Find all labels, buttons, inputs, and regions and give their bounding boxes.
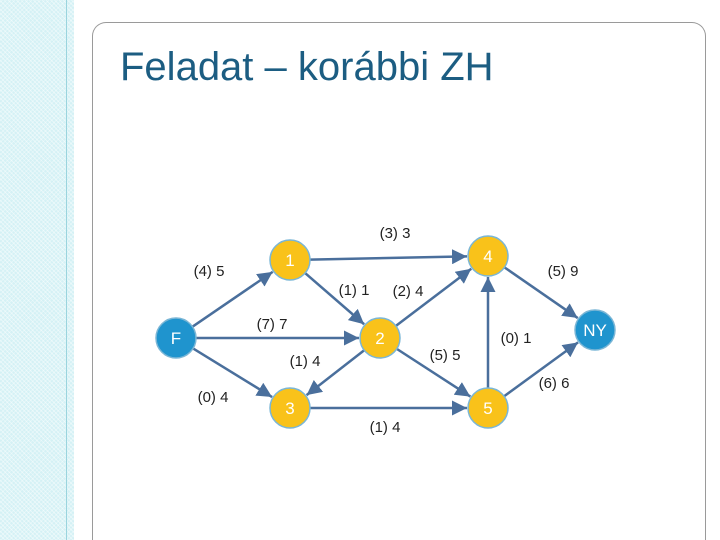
node-4: 4 <box>467 235 509 277</box>
edge-1-4 <box>309 249 468 265</box>
node-circle-2 <box>359 317 401 359</box>
edge-F-1 <box>191 270 274 328</box>
slide-title: Feladat – korábbi ZH <box>120 45 494 89</box>
edge-label-2-5: (5) 5 <box>430 347 461 364</box>
side-divider <box>66 0 67 540</box>
node-label-1: 1 <box>285 251 294 270</box>
node-label-5: 5 <box>483 399 492 418</box>
node-circle-3 <box>269 387 311 429</box>
edge-label-1-4: (3) 3 <box>380 225 411 242</box>
edge-2-5 <box>396 347 472 398</box>
edge-label-5-4: (0) 1 <box>501 330 532 347</box>
node-label-F: F <box>171 329 181 348</box>
node-3: 3 <box>269 387 311 429</box>
node-label-3: 3 <box>285 399 294 418</box>
node-label-4: 4 <box>483 247 492 266</box>
edge-2-3 <box>305 349 365 397</box>
edge-label-2-4: (2) 4 <box>393 283 424 300</box>
edge-2-4 <box>395 267 473 327</box>
node-F: F <box>155 317 197 359</box>
edge-5-NY <box>503 341 579 398</box>
node-2: 2 <box>359 317 401 359</box>
decorative-side-strip <box>0 0 74 540</box>
edge-label-3-5: (1) 4 <box>370 419 401 436</box>
node-label-2: 2 <box>375 329 384 348</box>
node-circle-F <box>155 317 197 359</box>
edge-label-1-2: (1) 1 <box>339 282 370 299</box>
edge-label-4-NY: (5) 9 <box>548 263 579 280</box>
slide-frame <box>92 22 706 540</box>
node-5: 5 <box>467 387 509 429</box>
edge-label-F-1: (4) 5 <box>194 263 225 280</box>
node-circle-4 <box>467 235 509 277</box>
edge-label-2-3: (1) 4 <box>290 353 321 370</box>
node-NY: NY <box>574 309 616 351</box>
node-circle-NY <box>574 309 616 351</box>
edge-label-5-NY: (6) 6 <box>539 375 570 392</box>
node-label-NY: NY <box>583 321 607 340</box>
edge-labels-layer: (4) 5 (3) 3 (1) 1 (2) 4 (7) 7 (5) 9 (1) 4 (0) 4… <box>194 225 579 436</box>
edges-layer <box>191 249 579 416</box>
edge-F-3 <box>192 347 273 399</box>
node-circle-1 <box>269 239 311 281</box>
edge-label-F-2: (7) 7 <box>257 316 288 333</box>
node-circle-5 <box>467 387 509 429</box>
node-1: 1 <box>269 239 311 281</box>
edge-label-F-3: (0) 4 <box>198 389 229 406</box>
nodes-layer: F 1 4 2 3 5 NY <box>155 235 616 429</box>
edge-4-NY <box>503 266 579 320</box>
edge-1-2 <box>304 272 365 326</box>
